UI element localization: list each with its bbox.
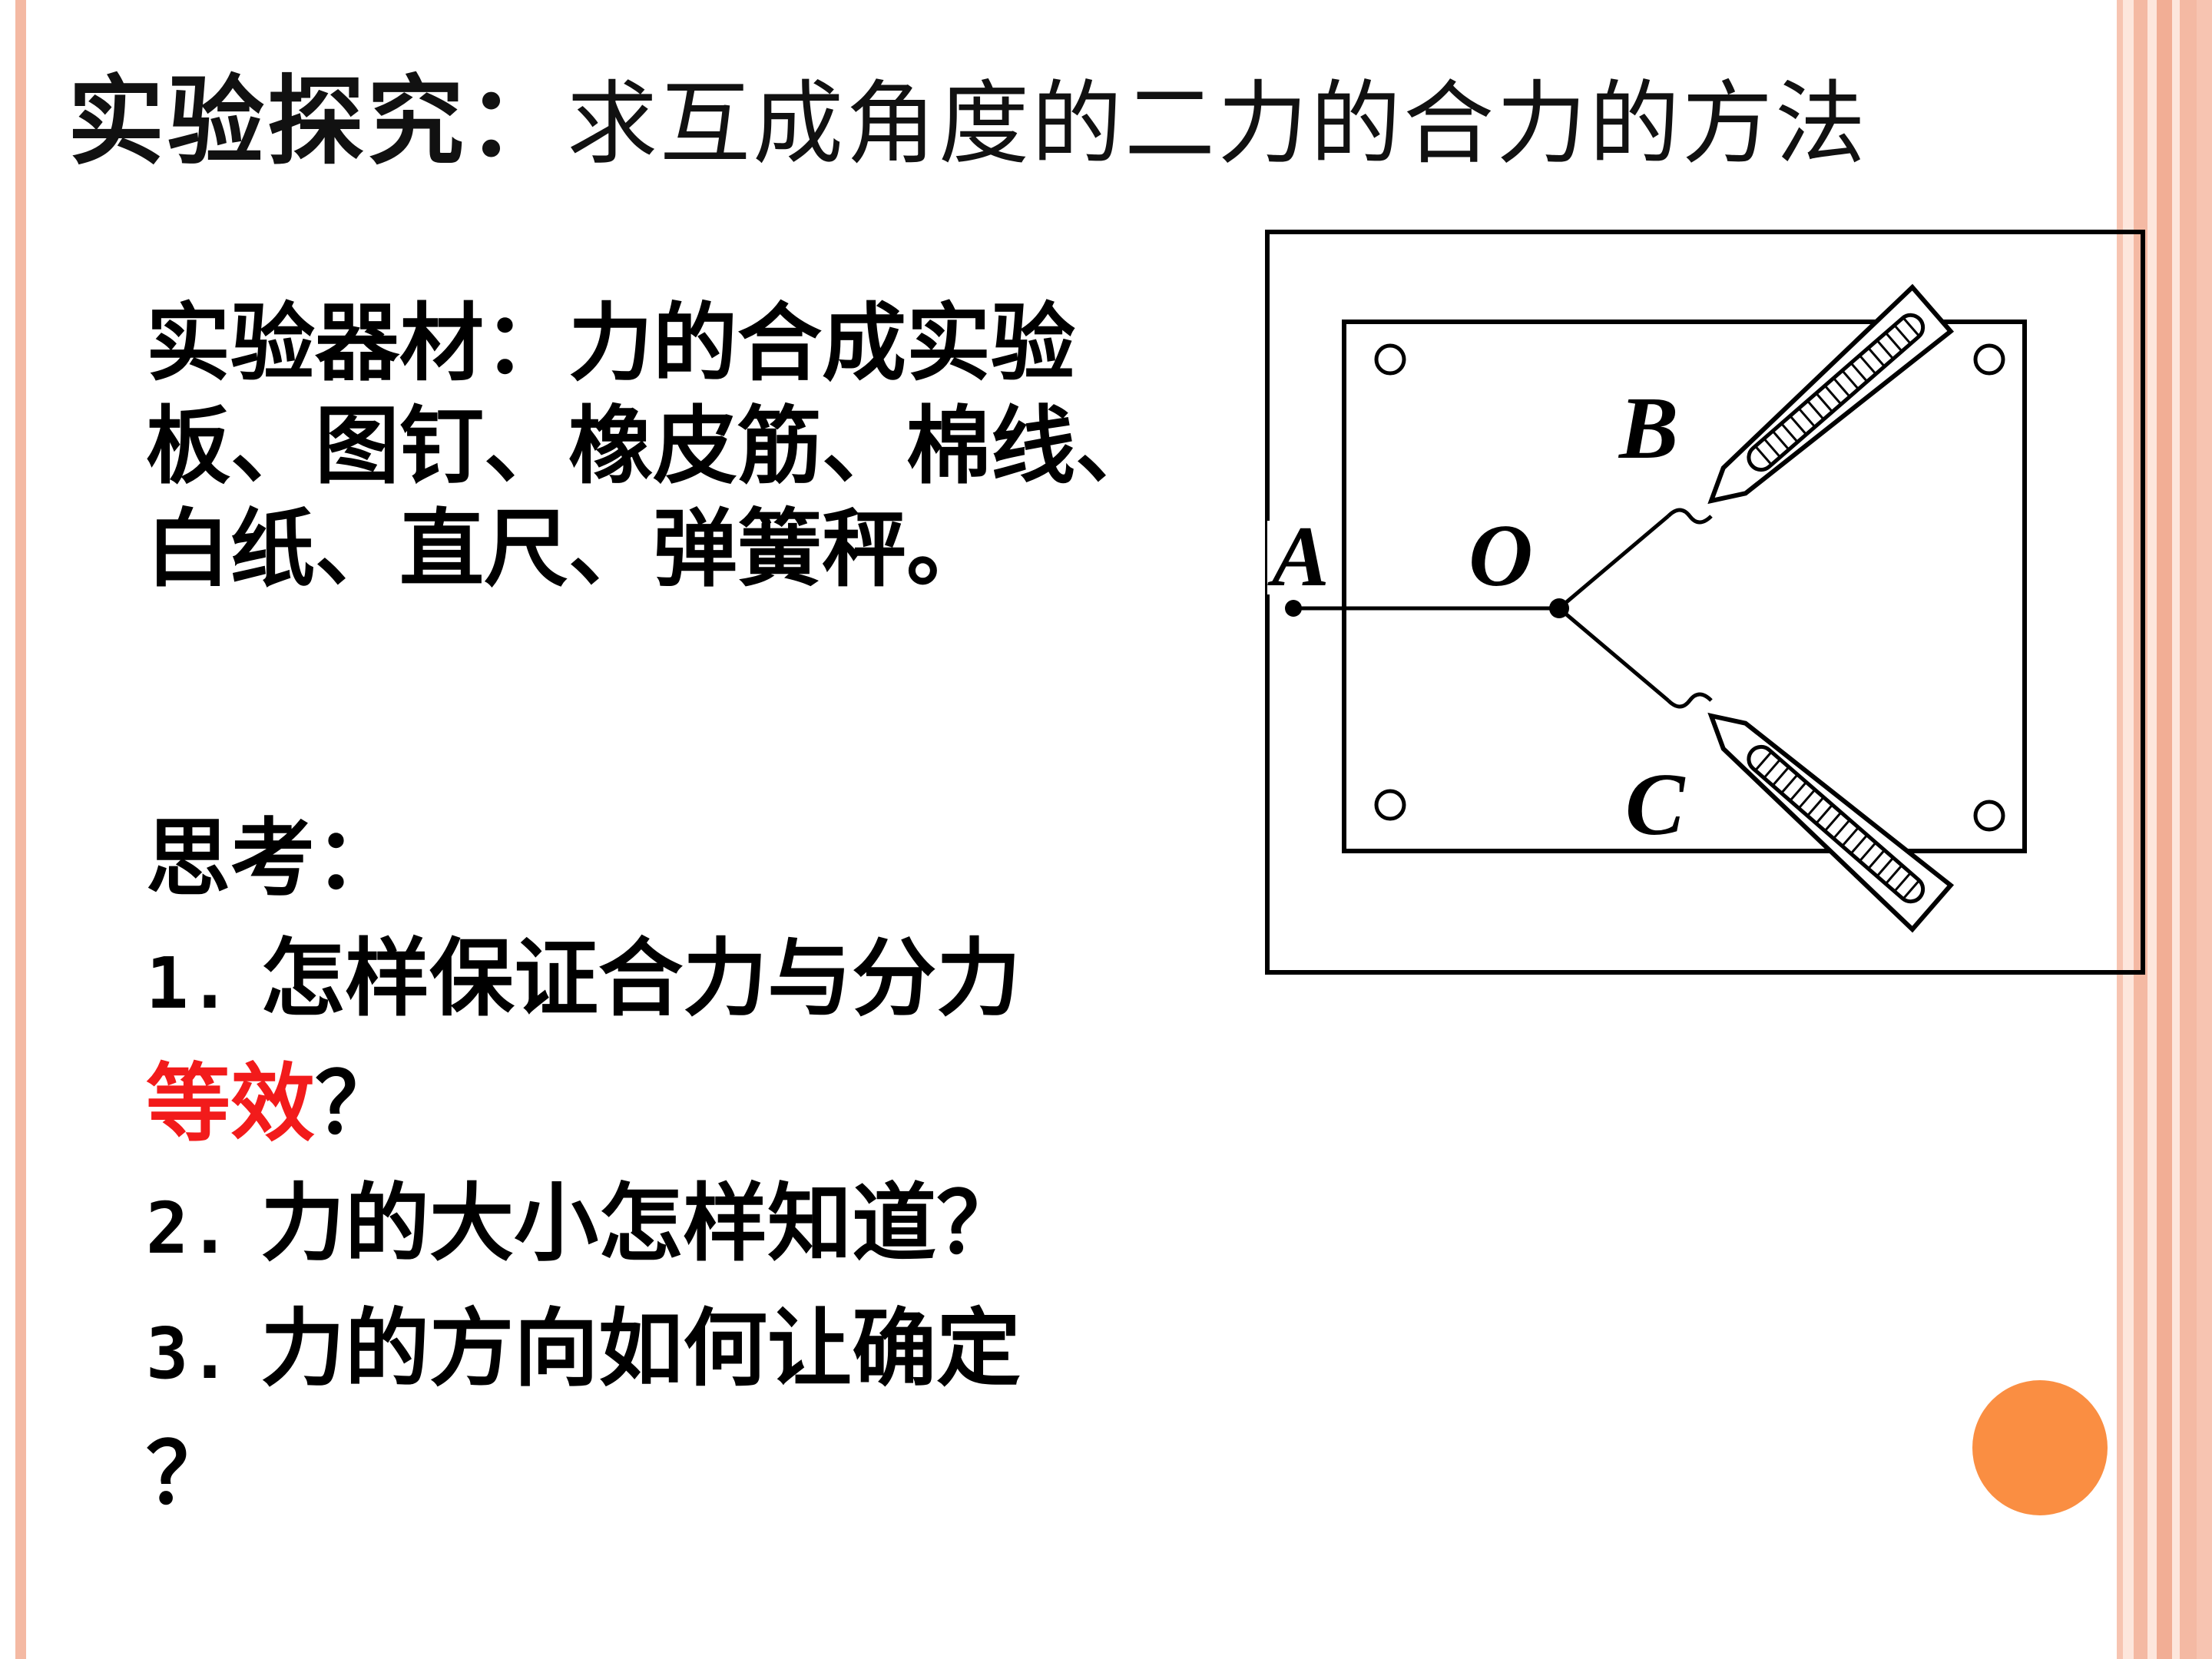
question-1-continued: 等效？	[146, 1044, 1175, 1164]
question-1-highlight: 等效	[146, 1055, 315, 1153]
pin-bottom-right	[1973, 800, 2005, 832]
question-2: 2. 力的大小怎样知道？	[146, 1164, 1175, 1289]
pin-top-right	[1973, 343, 2005, 376]
orange-circle-decoration	[1972, 1380, 2108, 1515]
hook-b	[1667, 508, 1713, 525]
point-o	[1549, 598, 1569, 618]
question-3-number: 3.	[146, 1313, 231, 1395]
outer-board-frame	[1265, 230, 2145, 975]
thinking-questions: 思考： 1. 怎样保证合力与分力 等效？ 2. 力的大小怎样知道？ 3. 力的方…	[146, 799, 1175, 1534]
question-3-continued: ？	[146, 1414, 1175, 1534]
question-3-text: 力的方向如何让确定	[260, 1300, 1022, 1398]
left-border-bar	[15, 0, 26, 1659]
label-o: O	[1469, 507, 1533, 605]
question-3-end: ？	[146, 1425, 230, 1523]
point-a	[1285, 600, 1302, 617]
label-a: A	[1267, 509, 1330, 604]
question-1-number: 1.	[146, 942, 231, 1025]
thinking-heading: 思考：	[146, 810, 399, 908]
materials-text: 实验器材：力的合成实验板、图钉、橡皮筋、棉线、白纸、直尺、弹簧秤。	[146, 294, 1160, 598]
string-oc	[1558, 607, 1670, 702]
paper-sheet	[1342, 320, 2027, 853]
string-ob	[1558, 515, 1670, 610]
question-1: 1. 怎样保证合力与分力	[146, 919, 1175, 1044]
question-2-number: 2.	[146, 1187, 231, 1270]
label-c: C	[1625, 756, 1686, 854]
pin-bottom-left	[1374, 789, 1406, 821]
question-1-text: 怎样保证合力与分力	[260, 929, 1022, 1028]
hook-c	[1667, 692, 1713, 709]
spring-scale-b	[1707, 283, 1955, 505]
page-title: 实验探究：求互成角度的二力的合力的方法	[68, 74, 1868, 171]
spring-scale-c	[1707, 712, 1955, 933]
title-bold: 实验探究：	[68, 65, 567, 178]
label-b: B	[1618, 379, 1678, 478]
question-1-end: ？	[315, 1055, 399, 1153]
question-2-text: 力的大小怎样知道？	[260, 1174, 1022, 1273]
pin-top-left	[1374, 343, 1406, 376]
force-board-diagram: A O B C	[1265, 230, 2145, 975]
question-3: 3. 力的方向如何让确定	[146, 1289, 1175, 1414]
title-rest: 求互成角度的二力的合力的方法	[567, 71, 1869, 177]
